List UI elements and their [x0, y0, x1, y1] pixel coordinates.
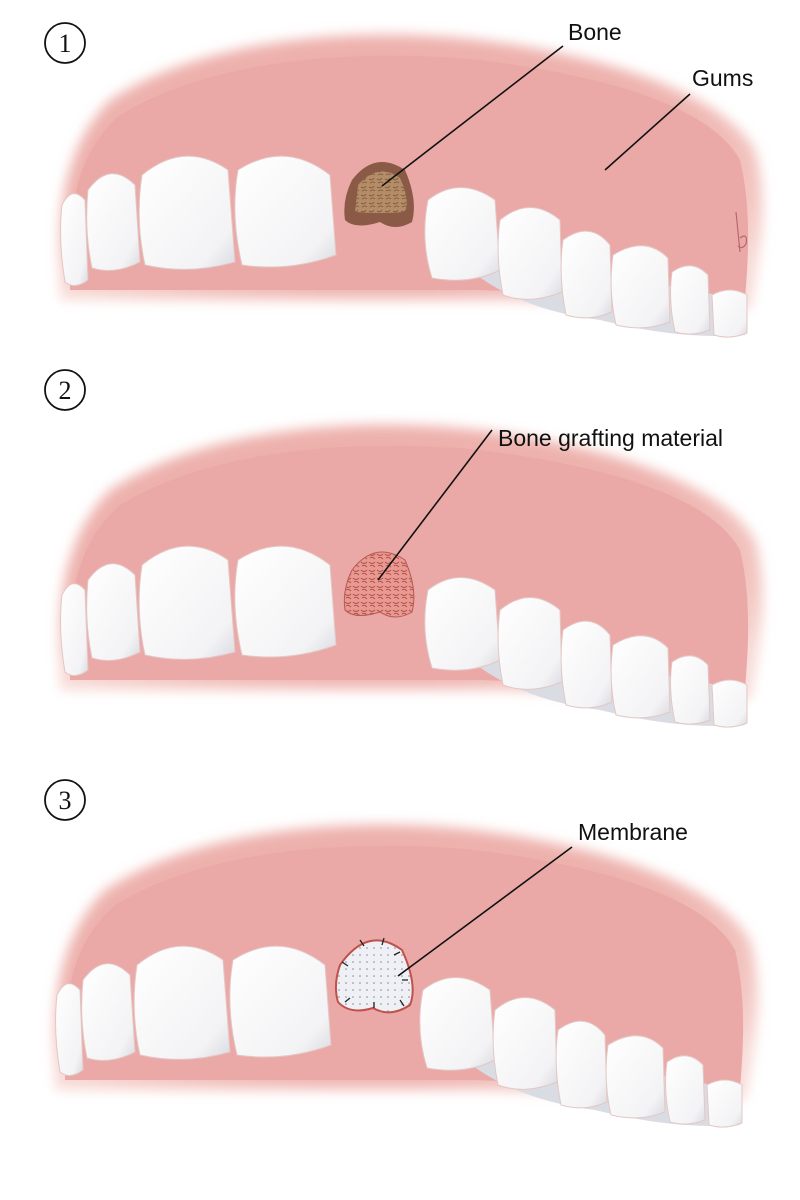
leader-line-graft	[377, 429, 493, 581]
upper-jaw-illustration	[59, 35, 763, 337]
membrane-tacks	[341, 937, 408, 1008]
membrane-texture	[335, 940, 413, 1013]
step-number-circle	[44, 22, 86, 64]
leader-line-membrane	[397, 846, 573, 977]
label-membrane: Membrane	[578, 819, 688, 845]
leader-line-bone	[381, 45, 564, 187]
bone-graft-material	[343, 551, 415, 618]
panel-1: 1 Bone Gums	[44, 19, 763, 337]
step-number: 1	[59, 29, 72, 58]
exposed-bone	[355, 171, 407, 213]
step-number-circle	[44, 779, 86, 821]
leader-line-gums	[604, 93, 691, 171]
artist-signature	[735, 211, 747, 253]
panel-3: 3 Membrane	[44, 779, 758, 1127]
step-number-circle	[44, 369, 86, 411]
panel-2: 2 Bone grafting material	[44, 369, 763, 727]
label-bone: Bone	[568, 19, 622, 45]
label-bone-grafting-material: Bone grafting material	[498, 425, 723, 451]
step-number: 3	[59, 786, 72, 815]
step-number: 2	[59, 376, 72, 405]
label-gums: Gums	[692, 65, 753, 91]
